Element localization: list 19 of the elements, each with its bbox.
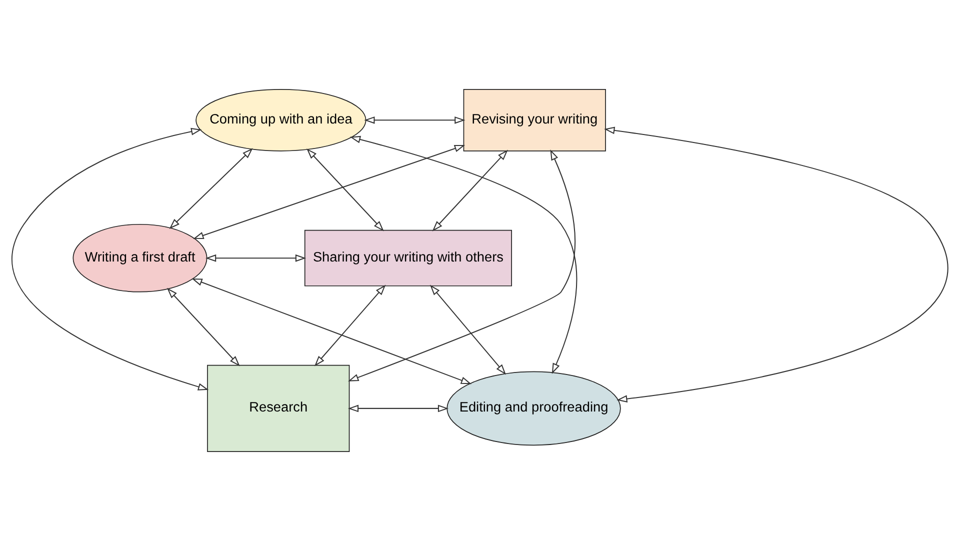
node-box: Revising your writing bbox=[463, 88, 606, 151]
arrow bbox=[432, 149, 508, 231]
arrow bbox=[604, 126, 948, 402]
arrow bbox=[169, 148, 253, 228]
node-ellipse: Editing and proofreading bbox=[446, 370, 621, 446]
node-box: Research bbox=[207, 364, 350, 452]
arrow bbox=[193, 144, 466, 238]
arrow bbox=[348, 404, 449, 412]
arrow bbox=[314, 284, 386, 366]
arrow bbox=[364, 116, 466, 124]
node-ellipse: Writing a first draft bbox=[72, 223, 208, 292]
arrow bbox=[306, 148, 384, 231]
arrow bbox=[192, 278, 472, 384]
arrow bbox=[430, 284, 506, 374]
arrow bbox=[166, 287, 240, 366]
arrow bbox=[12, 127, 209, 390]
node-box: Sharing your writing with others bbox=[304, 229, 512, 286]
node-ellipse: Coming up with an idea bbox=[196, 88, 366, 151]
arrow bbox=[206, 254, 306, 262]
